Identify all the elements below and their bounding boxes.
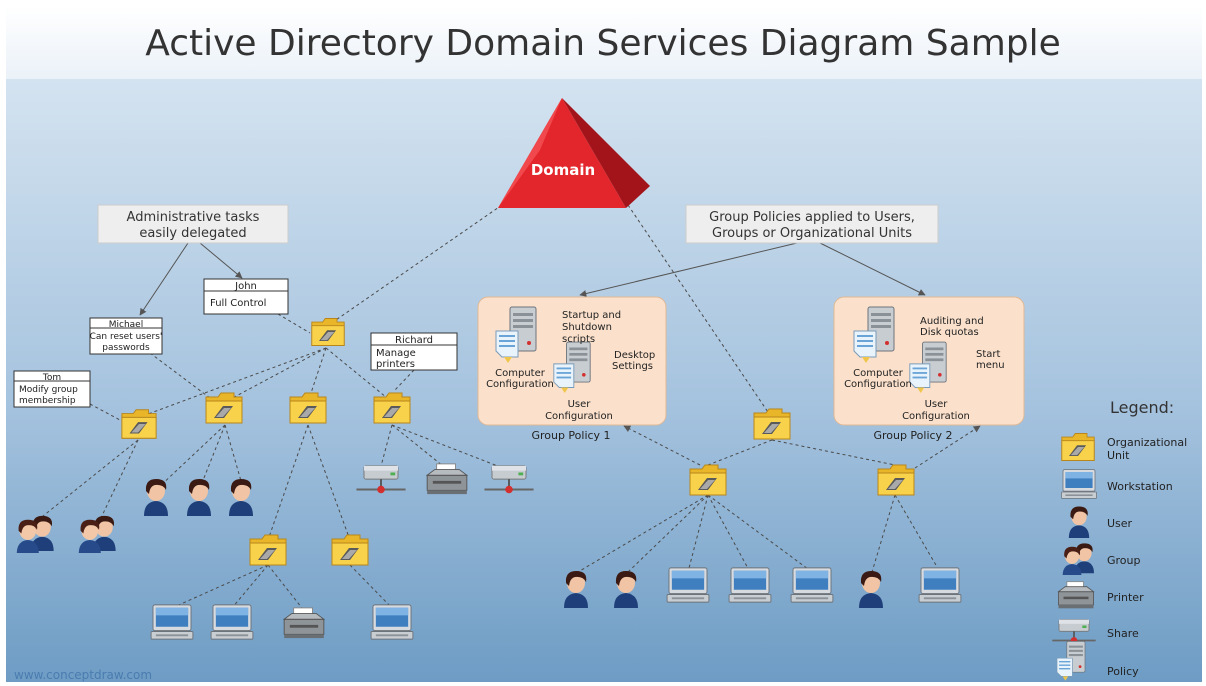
- michael-permission-2: passwords: [102, 343, 150, 353]
- organizational-unit-icon[interactable]: [205, 392, 243, 424]
- legend-label-workstation: Workstation: [1107, 480, 1173, 493]
- organizational-unit-icon[interactable]: [289, 392, 327, 424]
- organizational-unit-icon[interactable]: [249, 534, 287, 566]
- workstation-icon[interactable]: [370, 604, 414, 640]
- gp1-text-desktop: Desktop: [614, 350, 655, 361]
- gp2-text-user-config: Configuration: [902, 411, 970, 422]
- tom-permission-2: membership: [19, 396, 76, 406]
- legend-label-unit: Unit: [1107, 449, 1130, 462]
- domain-label: Domain: [531, 161, 595, 179]
- group-policy-2-label: Group Policy 2: [873, 429, 952, 442]
- michael-permission-1: Can reset users': [90, 332, 163, 342]
- richard-permission-2: printers: [376, 359, 415, 370]
- gp1-text-settings: Settings: [612, 361, 653, 372]
- organizational-unit-icon[interactable]: [877, 464, 915, 496]
- workstation-icon: [1060, 469, 1098, 499]
- gp2-text-computer: Computer: [853, 368, 904, 379]
- group-policies-line-1: Group Policies applied to Users,: [709, 210, 915, 225]
- legend-label-printer: Printer: [1107, 591, 1144, 604]
- organizational-unit-icon[interactable]: [331, 534, 369, 566]
- admin-tasks-line-1: Administrative tasks: [127, 210, 260, 225]
- group-policy-1-label: Group Policy 1: [531, 429, 610, 442]
- organizational-unit-icon[interactable]: [689, 464, 727, 496]
- delegate-michael: Michael Can reset users' passwords: [89, 317, 163, 355]
- organizational-unit-icon[interactable]: [121, 409, 157, 439]
- organizational-unit-icon[interactable]: [373, 392, 411, 424]
- tom-permission-1: Modify group: [19, 385, 78, 395]
- michael-name: Michael: [109, 320, 143, 330]
- legend-label-policy: Policy: [1107, 665, 1139, 678]
- group-policy-2[interactable]: Auditing and Disk quotas Start menu Comp…: [833, 296, 1025, 426]
- tom-name: Tom: [42, 373, 61, 383]
- delegate-tom: Tom Modify group membership: [13, 370, 91, 408]
- callout-arrows: [139, 242, 926, 316]
- domain-pyramid[interactable]: Domain: [498, 98, 650, 208]
- gp1-text-startup: Startup and: [562, 310, 621, 321]
- workstation-icon[interactable]: [150, 604, 194, 640]
- gp1-text-computer-config: Configuration: [486, 379, 554, 390]
- legend-label-organizational: Organizational: [1107, 436, 1187, 449]
- workstation-icon[interactable]: [918, 567, 962, 603]
- policy-link-lines: [623, 425, 981, 469]
- diagram-title: Active Directory Domain Services Diagram…: [145, 23, 1061, 64]
- title-band: [6, 6, 1202, 79]
- legend-label-share: Share: [1107, 627, 1139, 640]
- admin-tasks-callout: Administrative tasks easily delegated: [97, 204, 289, 244]
- gp1-text-scripts: scripts: [562, 334, 595, 345]
- legend-label-group: Group: [1107, 554, 1141, 567]
- gp2-text-user: User: [925, 399, 949, 410]
- gp1-text-user: User: [568, 399, 592, 410]
- john-name: John: [234, 281, 257, 292]
- workstation-icon[interactable]: [728, 567, 772, 603]
- gp1-text-shutdown: Shutdown: [562, 322, 612, 333]
- legend-label-user: User: [1107, 517, 1133, 530]
- gp1-text-computer: Computer: [495, 368, 546, 379]
- organizational-unit-icon[interactable]: [753, 408, 791, 440]
- group-policies-line-2: Groups or Organizational Units: [712, 226, 912, 241]
- legend: Legend: Organizational Unit Workstation …: [1051, 398, 1187, 681]
- group-policies-callout: Group Policies applied to Users, Groups …: [685, 204, 939, 244]
- legend-title: Legend:: [1110, 398, 1174, 417]
- delegate-lines: [89, 313, 415, 421]
- workstation-icon[interactable]: [666, 567, 710, 603]
- delegate-richard: Richard Manage printers: [370, 332, 458, 371]
- workstation-icon[interactable]: [790, 567, 834, 603]
- gp2-text-computer-config: Configuration: [844, 379, 912, 390]
- richard-name: Richard: [395, 335, 433, 346]
- gp2-text-menu: menu: [976, 360, 1005, 371]
- footer-link[interactable]: www.conceptdraw.com: [14, 668, 152, 682]
- connector-lines: [37, 204, 941, 609]
- group-policy-1[interactable]: Startup and Shutdown scripts Desktop Set…: [477, 296, 667, 426]
- gp1-text-user-config: Configuration: [545, 411, 613, 422]
- richard-permission-1: Manage: [376, 348, 416, 359]
- gp2-text-disk-quotas: Disk quotas: [920, 327, 979, 338]
- admin-tasks-line-2: easily delegated: [139, 226, 246, 241]
- delegate-john: John Full Control: [203, 278, 289, 315]
- organizational-unit-icon[interactable]: [311, 318, 345, 346]
- john-permission: Full Control: [210, 298, 266, 309]
- workstation-icon[interactable]: [210, 604, 254, 640]
- gp2-text-auditing: Auditing and: [920, 316, 984, 327]
- gp2-text-start: Start: [976, 349, 1001, 360]
- organizational-unit-icon: [1061, 433, 1095, 461]
